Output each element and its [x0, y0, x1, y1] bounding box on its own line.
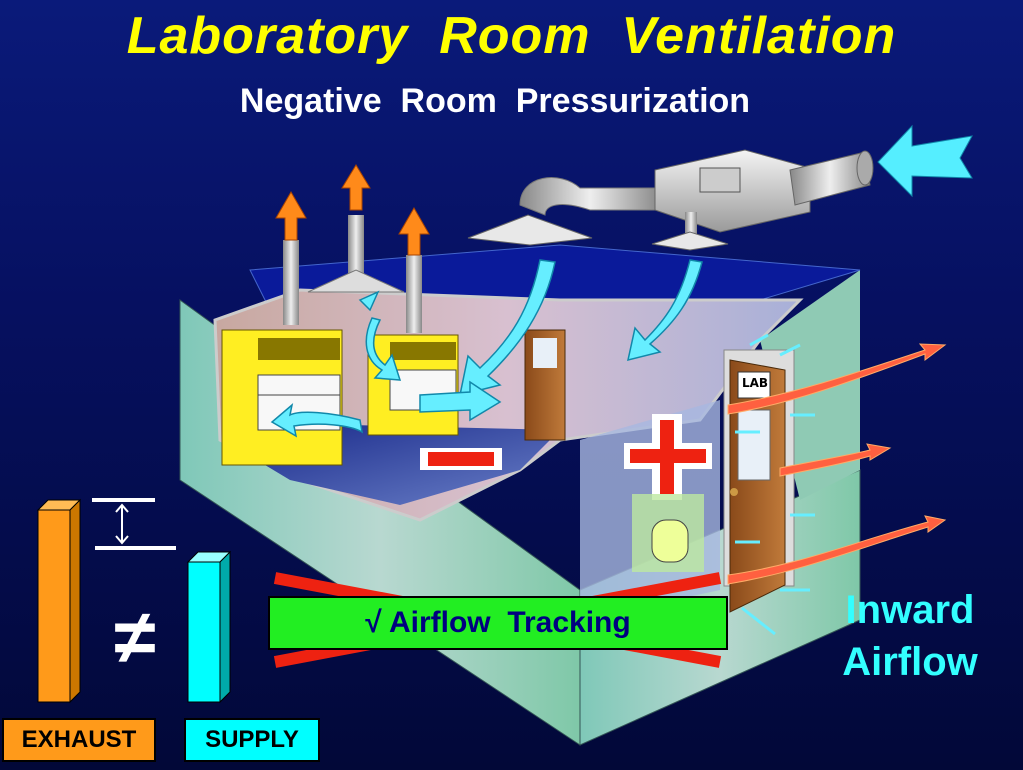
- airflow-arrow-icon: [270, 403, 364, 438]
- exhaust-stacks: [275, 164, 430, 333]
- difference-bracket: [92, 498, 176, 550]
- lab-door-sign: LAB: [741, 376, 769, 390]
- outside-airflow-streams: [727, 343, 947, 585]
- airflow-tracking-label: √ Airflow Tracking: [268, 596, 728, 650]
- minus-sign-icon: [420, 448, 502, 470]
- controller-valve-icon: [651, 519, 689, 563]
- supply-label: SUPPLY: [184, 718, 320, 762]
- exhaust-arrow-icon: [398, 206, 430, 256]
- airflow-arrow-icon: [365, 317, 402, 381]
- airflow-arrow-icon: [627, 259, 703, 362]
- airflow-arrow-icon: [727, 515, 947, 585]
- exhaust-arrow-icon: [341, 164, 371, 211]
- airflow-arrow-icon: [419, 380, 502, 422]
- exhaust-bar: [36, 498, 82, 704]
- exhaust-label: EXHAUST: [2, 718, 156, 762]
- door-gap-arrows: [735, 333, 815, 636]
- room-airflow-arrows: [270, 259, 703, 438]
- exhaust-arrow-icon: [275, 190, 307, 241]
- supply-arrow-icon: [877, 124, 973, 198]
- not-equal-sign: ≠: [114, 595, 156, 680]
- airflow-arrow-icon: [779, 343, 801, 357]
- fume-hood-1: [221, 329, 343, 466]
- airflow-arrow-icon: [358, 290, 380, 312]
- inward-airflow-line1: Inward: [845, 588, 975, 632]
- inward-airflow-label: Inward Airflow: [820, 584, 1000, 688]
- inward-airflow-line2: Airflow: [842, 640, 978, 684]
- fume-hood-2: [367, 334, 459, 436]
- supply-bar: [186, 550, 232, 704]
- supply-duct: [467, 124, 973, 251]
- page-title: Laboratory Room Ventilation: [126, 7, 897, 65]
- lab-door: [723, 349, 795, 613]
- plus-sign-icon: [624, 414, 712, 500]
- airflow-arrow-icon: [727, 343, 947, 415]
- page-subtitle: Negative Room Pressurization: [239, 82, 751, 120]
- airflow-arrow-icon: [779, 443, 892, 477]
